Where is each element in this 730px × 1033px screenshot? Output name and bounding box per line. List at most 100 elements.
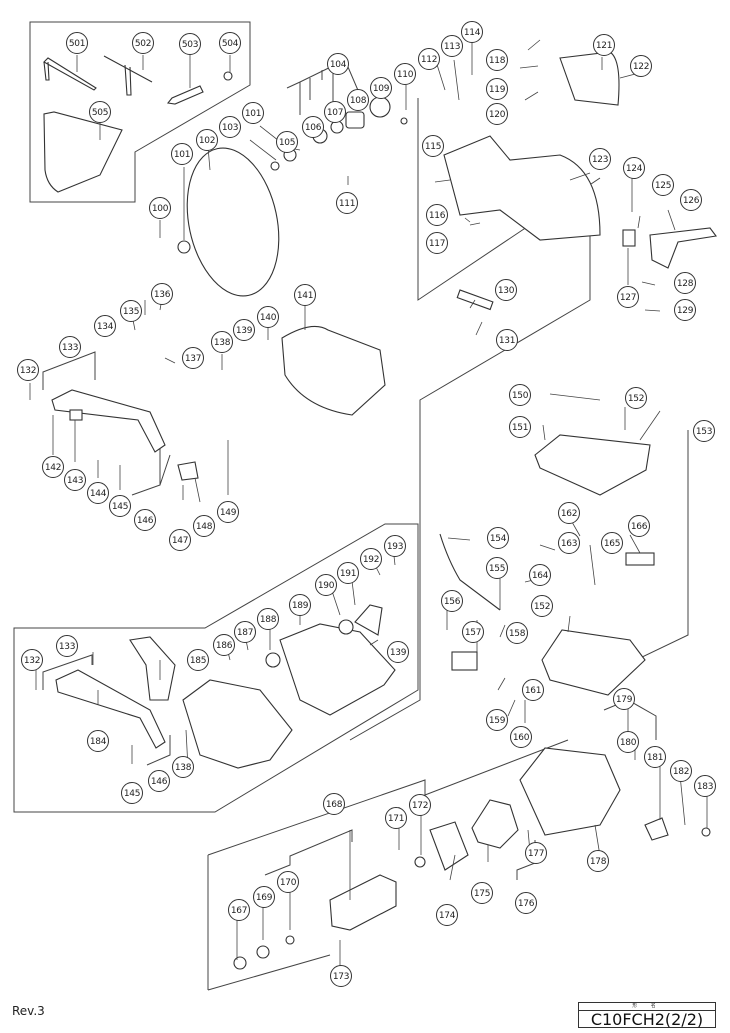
callout-502[interactable]: 502 — [132, 32, 154, 54]
callout-132[interactable]: 132 — [17, 359, 39, 381]
callout-505[interactable]: 505 — [89, 101, 111, 123]
callout-140[interactable]: 140 — [257, 306, 279, 328]
callout-123[interactable]: 123 — [589, 148, 611, 170]
callout-174[interactable]: 174 — [436, 904, 458, 926]
callout-131[interactable]: 131 — [496, 329, 518, 351]
callout-145[interactable]: 145 — [109, 495, 131, 517]
callout-113[interactable]: 113 — [441, 35, 463, 57]
callout-136[interactable]: 136 — [151, 283, 173, 305]
callout-188[interactable]: 188 — [257, 608, 279, 630]
callout-147[interactable]: 147 — [169, 529, 191, 551]
callout-163[interactable]: 163 — [558, 532, 580, 554]
callout-170[interactable]: 170 — [277, 871, 299, 893]
callout-169[interactable]: 169 — [253, 886, 275, 908]
callout-173[interactable]: 173 — [330, 965, 352, 987]
callout-128[interactable]: 128 — [674, 272, 696, 294]
callout-110[interactable]: 110 — [394, 63, 416, 85]
callout-119[interactable]: 119 — [486, 78, 508, 100]
callout-137[interactable]: 137 — [182, 347, 204, 369]
callout-155[interactable]: 155 — [486, 557, 508, 579]
callout-138[interactable]: 138 — [211, 331, 233, 353]
callout-105[interactable]: 105 — [276, 131, 298, 153]
callout-161[interactable]: 161 — [522, 679, 544, 701]
callout-182[interactable]: 182 — [670, 760, 692, 782]
callout-189[interactable]: 189 — [289, 594, 311, 616]
callout-111[interactable]: 111 — [336, 192, 358, 214]
callout-112[interactable]: 112 — [418, 48, 440, 70]
callout-149[interactable]: 149 — [217, 501, 239, 523]
callout-152[interactable]: 152 — [531, 595, 553, 617]
callout-181[interactable]: 181 — [644, 746, 666, 768]
callout-172[interactable]: 172 — [409, 794, 431, 816]
callout-138[interactable]: 138 — [172, 756, 194, 778]
callout-125[interactable]: 125 — [652, 174, 674, 196]
callout-190[interactable]: 190 — [315, 574, 337, 596]
callout-159[interactable]: 159 — [486, 709, 508, 731]
callout-184[interactable]: 184 — [87, 730, 109, 752]
callout-135[interactable]: 135 — [120, 300, 142, 322]
callout-160[interactable]: 160 — [510, 726, 532, 748]
callout-166[interactable]: 166 — [628, 515, 650, 537]
callout-164[interactable]: 164 — [529, 564, 551, 586]
callout-158[interactable]: 158 — [506, 622, 528, 644]
callout-116[interactable]: 116 — [426, 204, 448, 226]
callout-153[interactable]: 153 — [693, 420, 715, 442]
callout-168[interactable]: 168 — [323, 793, 345, 815]
callout-101[interactable]: 101 — [171, 143, 193, 165]
callout-180[interactable]: 180 — [617, 731, 639, 753]
callout-150[interactable]: 150 — [509, 384, 531, 406]
callout-115[interactable]: 115 — [422, 135, 444, 157]
callout-133[interactable]: 133 — [59, 336, 81, 358]
callout-114[interactable]: 114 — [461, 21, 483, 43]
callout-148[interactable]: 148 — [193, 515, 215, 537]
callout-102[interactable]: 102 — [196, 129, 218, 151]
callout-178[interactable]: 178 — [587, 850, 609, 872]
callout-121[interactable]: 121 — [593, 34, 615, 56]
callout-152[interactable]: 152 — [625, 387, 647, 409]
callout-142[interactable]: 142 — [42, 456, 64, 478]
callout-156[interactable]: 156 — [441, 590, 463, 612]
callout-118[interactable]: 118 — [486, 49, 508, 71]
callout-185[interactable]: 185 — [187, 649, 209, 671]
callout-132[interactable]: 132 — [21, 649, 43, 671]
callout-186[interactable]: 186 — [213, 634, 235, 656]
callout-122[interactable]: 122 — [630, 55, 652, 77]
callout-117[interactable]: 117 — [426, 232, 448, 254]
callout-124[interactable]: 124 — [623, 157, 645, 179]
callout-151[interactable]: 151 — [509, 416, 531, 438]
callout-104[interactable]: 104 — [327, 53, 349, 75]
callout-504[interactable]: 504 — [219, 32, 241, 54]
callout-183[interactable]: 183 — [694, 775, 716, 797]
callout-130[interactable]: 130 — [495, 279, 517, 301]
callout-129[interactable]: 129 — [674, 299, 696, 321]
callout-143[interactable]: 143 — [64, 469, 86, 491]
callout-187[interactable]: 187 — [234, 621, 256, 643]
callout-141[interactable]: 141 — [294, 284, 316, 306]
callout-133[interactable]: 133 — [56, 635, 78, 657]
callout-107[interactable]: 107 — [324, 101, 346, 123]
callout-100[interactable]: 100 — [149, 197, 171, 219]
callout-120[interactable]: 120 — [486, 103, 508, 125]
callout-175[interactable]: 175 — [471, 882, 493, 904]
callout-109[interactable]: 109 — [370, 77, 392, 99]
callout-145[interactable]: 145 — [121, 782, 143, 804]
callout-134[interactable]: 134 — [94, 315, 116, 337]
callout-154[interactable]: 154 — [487, 527, 509, 549]
callout-501[interactable]: 501 — [66, 32, 88, 54]
callout-108[interactable]: 108 — [347, 89, 369, 111]
callout-193[interactable]: 193 — [384, 535, 406, 557]
callout-146[interactable]: 146 — [134, 509, 156, 531]
callout-126[interactable]: 126 — [680, 189, 702, 211]
callout-192[interactable]: 192 — [360, 548, 382, 570]
callout-101[interactable]: 101 — [242, 102, 264, 124]
callout-176[interactable]: 176 — [515, 892, 537, 914]
callout-191[interactable]: 191 — [337, 562, 359, 584]
callout-103[interactable]: 103 — [219, 116, 241, 138]
callout-139[interactable]: 139 — [387, 641, 409, 663]
callout-144[interactable]: 144 — [87, 482, 109, 504]
callout-157[interactable]: 157 — [462, 621, 484, 643]
callout-177[interactable]: 177 — [525, 842, 547, 864]
callout-165[interactable]: 165 — [601, 532, 623, 554]
callout-146[interactable]: 146 — [148, 770, 170, 792]
callout-139[interactable]: 139 — [233, 319, 255, 341]
